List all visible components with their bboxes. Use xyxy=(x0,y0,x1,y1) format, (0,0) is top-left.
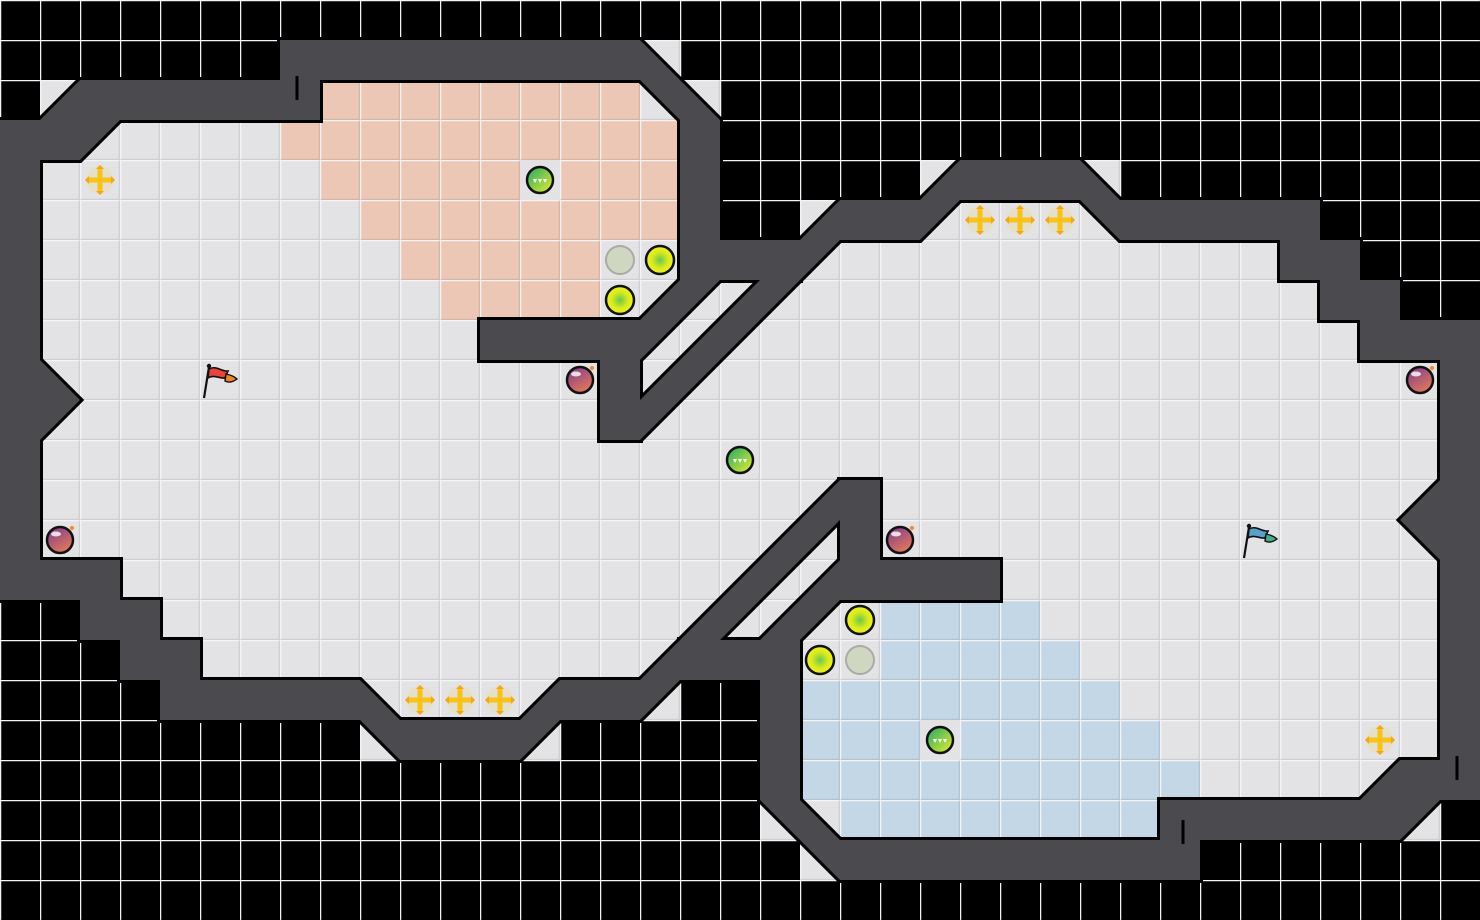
gate-on-icon xyxy=(844,604,876,636)
red-flag-icon[interactable] xyxy=(202,363,239,399)
boost-icon xyxy=(445,685,475,715)
bomb-icon xyxy=(1405,365,1435,395)
speed-pads xyxy=(520,160,960,760)
wall-ticks xyxy=(295,76,1459,844)
boosts xyxy=(85,165,1395,755)
gate-off-icon xyxy=(605,245,635,275)
blue-flag-icon[interactable] xyxy=(1242,523,1279,559)
speed-pad-icon xyxy=(525,165,555,195)
bomb-icon xyxy=(565,365,595,395)
speed-pad-icon xyxy=(925,725,955,755)
speed-pad-icon xyxy=(725,445,755,475)
gate-on-icon xyxy=(604,284,636,316)
bombs xyxy=(45,365,1435,555)
boost-icon xyxy=(1005,205,1035,235)
gate-off-icon xyxy=(845,645,875,675)
gate-on-icon xyxy=(644,244,676,276)
boost-icon xyxy=(965,205,995,235)
bomb-icon xyxy=(885,525,915,555)
boost-icon xyxy=(1045,205,1075,235)
boost-icon xyxy=(485,685,515,715)
boost-icon xyxy=(1365,725,1395,755)
boost-icon xyxy=(405,685,435,715)
gates xyxy=(604,244,876,676)
bomb-icon xyxy=(45,525,75,555)
gate-on-icon xyxy=(804,644,836,676)
boost-icon xyxy=(85,165,115,195)
